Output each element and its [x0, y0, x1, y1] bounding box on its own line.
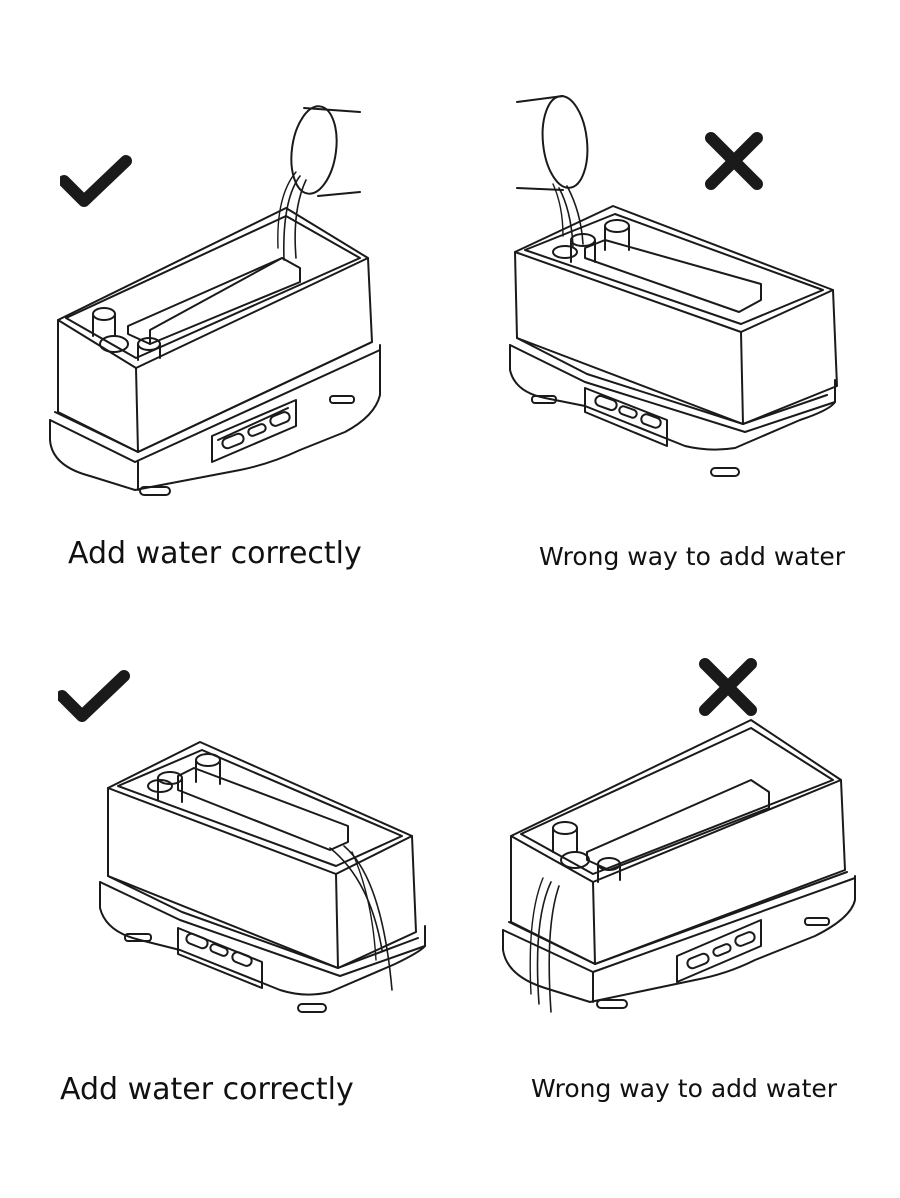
panel-caption: Wrong way to add water — [539, 542, 846, 571]
humidifier-illustration — [502, 719, 856, 1013]
panel-caption: Add water correctly — [68, 536, 362, 571]
panel-bottom-left: Add water correctly — [0, 620, 430, 1180]
cross-mark-icon — [705, 132, 763, 190]
humidifier-illustration — [509, 95, 838, 477]
panel-caption: Wrong way to add water — [531, 1074, 838, 1103]
cross-mark-icon — [699, 658, 757, 716]
panel-caption: Add water correctly — [60, 1072, 354, 1107]
humidifier-illustration — [99, 741, 426, 1013]
panel-top-right: Wrong way to add water — [455, 0, 885, 571]
check-mark-icon — [60, 155, 132, 207]
panel-top-left: Add water correctly — [0, 0, 430, 571]
panel-bottom-right: Wrong way to add water — [455, 620, 885, 1180]
check-mark-icon — [58, 670, 130, 722]
humidifier-illustration — [49, 105, 381, 496]
